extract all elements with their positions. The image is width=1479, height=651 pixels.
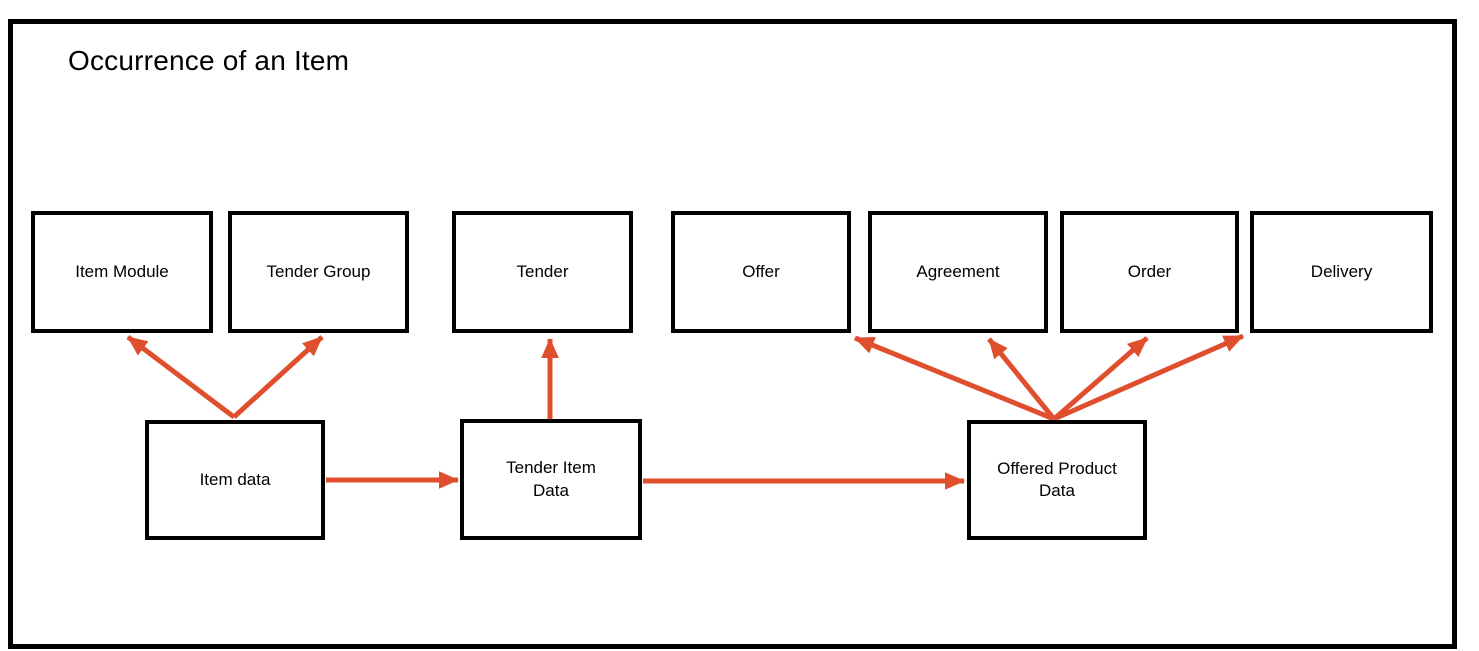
node-order: Order <box>1060 211 1239 333</box>
node-offer-label: Offer <box>742 261 780 281</box>
node-agreement: Agreement <box>868 211 1048 333</box>
node-agreement-label: Agreement <box>916 261 1000 281</box>
node-order-label: Order <box>1127 261 1172 281</box>
node-tender-label: Tender <box>516 261 569 281</box>
node-offered-product-data-label: Offered Product Data <box>997 458 1117 500</box>
node-tender-item-data: Tender Item Data <box>460 419 642 540</box>
node-item-data: Item data <box>145 420 325 540</box>
node-tender: Tender <box>452 211 633 333</box>
node-item-module: Item Module <box>31 211 213 333</box>
node-delivery: Delivery <box>1250 211 1433 333</box>
node-tender-group: Tender Group <box>228 211 409 333</box>
node-tender-group-label: Tender Group <box>266 261 371 281</box>
node-offer: Offer <box>671 211 851 333</box>
diagram-title: Occurrence of an Item <box>68 45 350 76</box>
diagram-frame <box>8 19 1457 649</box>
node-tender-item-data-label: Tender Item Data <box>506 458 596 500</box>
node-offered-product-data: Offered Product Data <box>967 420 1147 540</box>
node-delivery-label: Delivery <box>1310 261 1373 281</box>
node-item-data-label: Item data <box>199 469 271 489</box>
node-item-module-label: Item Module <box>75 261 169 281</box>
